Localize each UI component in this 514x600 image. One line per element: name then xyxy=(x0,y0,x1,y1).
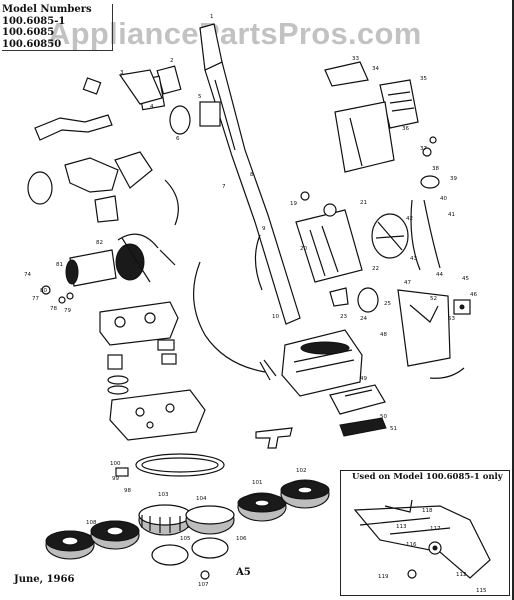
callout-number: 104 xyxy=(196,496,207,502)
spray-nozzle-housing xyxy=(397,289,471,379)
inset-frame xyxy=(340,470,510,596)
callout-number: 80 xyxy=(40,288,47,294)
callout-number: 20 xyxy=(300,246,307,252)
callout-number: 103 xyxy=(158,492,169,498)
callout-number: 10 xyxy=(272,314,279,320)
inset-callout-number: 119 xyxy=(378,574,389,580)
callout-number: 100 xyxy=(110,461,121,467)
callout-number: 44 xyxy=(436,272,443,278)
inset-callout-number: 118 xyxy=(422,508,433,514)
callout-number: 2 xyxy=(170,58,174,64)
callout-number: 107 xyxy=(198,582,209,588)
base-housing xyxy=(255,329,387,449)
callout-number: 33 xyxy=(352,56,359,62)
callout-number: 106 xyxy=(236,536,247,542)
callout-number: 52 xyxy=(430,296,437,302)
inset-attachment-drawing xyxy=(353,499,491,579)
callout-number: 48 xyxy=(380,332,387,338)
callout-number: 1 xyxy=(210,14,214,20)
inset-callout-number: 115 xyxy=(476,588,487,594)
inset-title: Used on Model 100.6085-1 only xyxy=(352,472,503,482)
model-number-1: 100.6085-1 xyxy=(2,15,66,27)
callout-number: 102 xyxy=(296,468,307,474)
callout-number: 45 xyxy=(462,276,469,282)
handle-assembly xyxy=(136,23,301,325)
callout-number: 77 xyxy=(32,296,39,302)
callout-number: 98 xyxy=(124,488,131,494)
callout-number: 49 xyxy=(360,376,367,382)
solution-tank xyxy=(295,191,379,313)
callout-number: 7 xyxy=(222,184,226,190)
bumper-ring xyxy=(115,453,225,477)
callout-number: 5 xyxy=(198,94,202,100)
callout-number: 39 xyxy=(450,176,457,182)
callout-number: 74 xyxy=(24,272,31,278)
callout-number: 40 xyxy=(440,196,447,202)
right-tank-assembly xyxy=(324,61,441,271)
callout-number: 51 xyxy=(390,426,397,432)
model-numbers-label: Model Numbers xyxy=(2,4,92,15)
upper-left-brackets xyxy=(27,69,163,223)
inset-callout-number: 116 xyxy=(406,542,417,548)
motor-assembly xyxy=(41,233,176,304)
callout-number: 21 xyxy=(360,200,367,206)
callout-number: 37 xyxy=(420,146,427,152)
inset-callout-number: 112 xyxy=(456,572,467,578)
callout-number: 22 xyxy=(372,266,379,272)
power-cord xyxy=(164,179,277,381)
inset-callout-number: 117 xyxy=(430,526,441,532)
callout-number: 3 xyxy=(120,70,124,76)
callout-number: 46 xyxy=(470,292,477,298)
callout-number: 101 xyxy=(252,480,263,486)
callout-number: 4 xyxy=(150,104,154,110)
brush-set xyxy=(45,479,330,580)
callout-number: 41 xyxy=(448,212,455,218)
callout-number: 108 xyxy=(86,520,97,526)
callout-number: 82 xyxy=(96,240,103,246)
callout-number: 99 xyxy=(112,476,119,482)
callout-number: 42 xyxy=(406,216,413,222)
callout-number: 6 xyxy=(176,136,180,142)
watermark: AppliancePartsPros.com xyxy=(48,16,422,51)
callout-number: 34 xyxy=(372,66,379,72)
gear-housing xyxy=(99,301,206,441)
callout-number: 53 xyxy=(448,316,455,322)
callout-number: 19 xyxy=(290,201,297,207)
callout-number: 24 xyxy=(360,316,367,322)
revision-date: June, 1966 xyxy=(14,574,75,585)
callout-number: 36 xyxy=(402,126,409,132)
model-numbers-box: Model Numbers 100.6085-1 100.6085 100.60… xyxy=(2,4,113,51)
callout-number: 81 xyxy=(56,262,63,268)
callout-number: 43 xyxy=(410,256,417,262)
callout-number: 9 xyxy=(262,226,266,232)
callout-number: 105 xyxy=(180,536,191,542)
callout-number: 50 xyxy=(380,414,387,420)
callout-number: 78 xyxy=(50,306,57,312)
callout-number: 25 xyxy=(384,301,391,307)
callout-number: 8 xyxy=(250,172,254,178)
callout-number: 23 xyxy=(340,314,347,320)
callout-number: 35 xyxy=(420,76,427,82)
callout-number: 79 xyxy=(64,308,71,314)
callout-number: 38 xyxy=(432,166,439,172)
callout-number: 47 xyxy=(404,280,411,286)
inset-callout-number: 113 xyxy=(396,524,407,530)
model-number-2: 100.6085 xyxy=(2,27,55,38)
page-code: A5 xyxy=(236,567,251,578)
model-number-3: 100.60850 xyxy=(2,38,62,50)
